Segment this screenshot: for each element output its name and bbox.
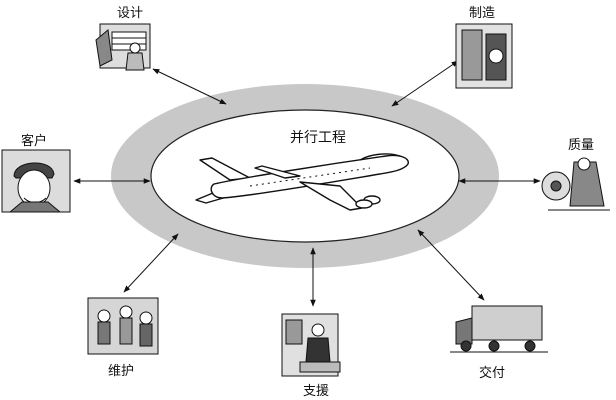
node-label-delivery: 交付 <box>478 366 506 381</box>
node-label-quality: 质量 <box>567 138 595 153</box>
design-illustration <box>95 23 151 71</box>
airplane-illustration <box>195 153 409 211</box>
node-label-customer: 客户 <box>20 134 48 149</box>
node-label-manufacturing: 制造 <box>468 6 496 21</box>
node-label-design: 设计 <box>116 6 144 21</box>
center-title: 并行工程 <box>290 130 346 146</box>
manufacturing-illustration <box>455 23 513 89</box>
node-label-maintenance: 维护 <box>107 364 135 379</box>
arrow-manufacturing <box>391 60 459 107</box>
arrow-delivery <box>417 229 485 301</box>
arrow-design <box>152 68 227 105</box>
delivery-illustration <box>450 305 548 353</box>
arrow-maintenance <box>123 233 179 293</box>
node-label-support: 支援 <box>302 384 330 399</box>
customer-illustration <box>1 149 71 213</box>
quality-illustration <box>541 157 610 211</box>
connector-arrows <box>73 60 541 307</box>
support-illustration <box>281 313 341 377</box>
maintenance-illustration <box>87 297 159 355</box>
